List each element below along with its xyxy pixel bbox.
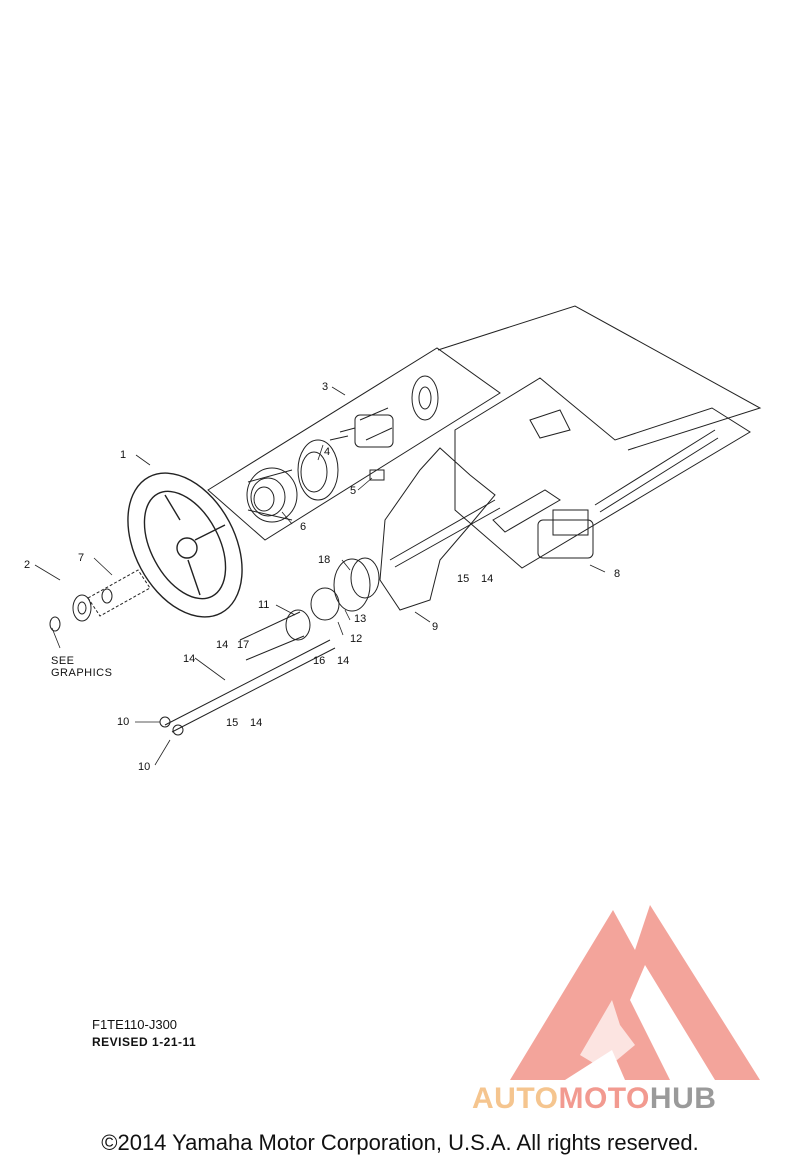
column-tube bbox=[239, 609, 311, 661]
callout-13: 13 bbox=[354, 613, 366, 625]
column-head bbox=[329, 375, 439, 448]
callout-17: 17 bbox=[237, 639, 249, 651]
outline-leader bbox=[437, 305, 762, 451]
group-outline-3 bbox=[207, 347, 501, 541]
callout-16: 16 bbox=[313, 655, 325, 667]
watermark-text: AUTOMOTOHUB bbox=[472, 1082, 716, 1116]
small-clip bbox=[369, 469, 385, 481]
callout-14-e: 14 bbox=[481, 573, 493, 585]
part-code: F1TE110-J300 bbox=[92, 1017, 178, 1032]
steering-wheel bbox=[127, 472, 243, 618]
callout-4: 4 bbox=[324, 446, 330, 458]
callout-18: 18 bbox=[318, 554, 330, 566]
copyright-notice: ©2014 Yamaha Motor Corporation, U.S.A. A… bbox=[101, 1130, 699, 1155]
callout-12: 12 bbox=[350, 633, 362, 645]
adapter-ring bbox=[297, 439, 339, 501]
watermark-logo-icon bbox=[510, 905, 760, 1080]
callout-14-a: 14 bbox=[216, 639, 228, 651]
callout-5: 5 bbox=[350, 485, 356, 497]
revision-date: REVISED 1-21-11 bbox=[92, 1035, 197, 1049]
cable-end bbox=[159, 716, 184, 736]
collar-ring bbox=[101, 588, 113, 604]
callout-11: 11 bbox=[258, 599, 269, 611]
callout-9: 9 bbox=[432, 621, 438, 633]
steering-bracket bbox=[492, 409, 719, 559]
callout-7: 7 bbox=[78, 552, 84, 564]
see-label: SEE bbox=[51, 655, 75, 667]
watermark-auto: AUTO bbox=[472, 1082, 559, 1115]
watermark-hub: HUB bbox=[649, 1082, 717, 1115]
graphics-label: GRAPHICS bbox=[51, 667, 112, 679]
callout-8: 8 bbox=[614, 568, 620, 580]
callout-10-upper: 10 bbox=[117, 716, 129, 728]
steering-nut bbox=[49, 594, 92, 632]
callout-10-lower: 10 bbox=[138, 761, 150, 773]
callout-14-b: 14 bbox=[183, 653, 195, 665]
callout-14-d: 14 bbox=[250, 717, 262, 729]
dash-panel bbox=[379, 447, 496, 611]
callout-3: 3 bbox=[322, 381, 328, 393]
callout-15-a: 15 bbox=[226, 717, 238, 729]
leader-lines bbox=[34, 386, 606, 766]
callout-6: 6 bbox=[300, 521, 306, 533]
collar-box bbox=[87, 569, 151, 617]
column-boot bbox=[310, 557, 380, 621]
callout-2: 2 bbox=[24, 559, 30, 571]
callout-1: 1 bbox=[120, 449, 126, 461]
callout-15-b: 15 bbox=[457, 573, 469, 585]
hub-spline bbox=[246, 467, 298, 523]
watermark-moto: MOTO bbox=[558, 1082, 650, 1115]
callout-14-c: 14 bbox=[337, 655, 349, 667]
steering-cables bbox=[164, 499, 501, 733]
group-outline-8 bbox=[454, 377, 751, 569]
